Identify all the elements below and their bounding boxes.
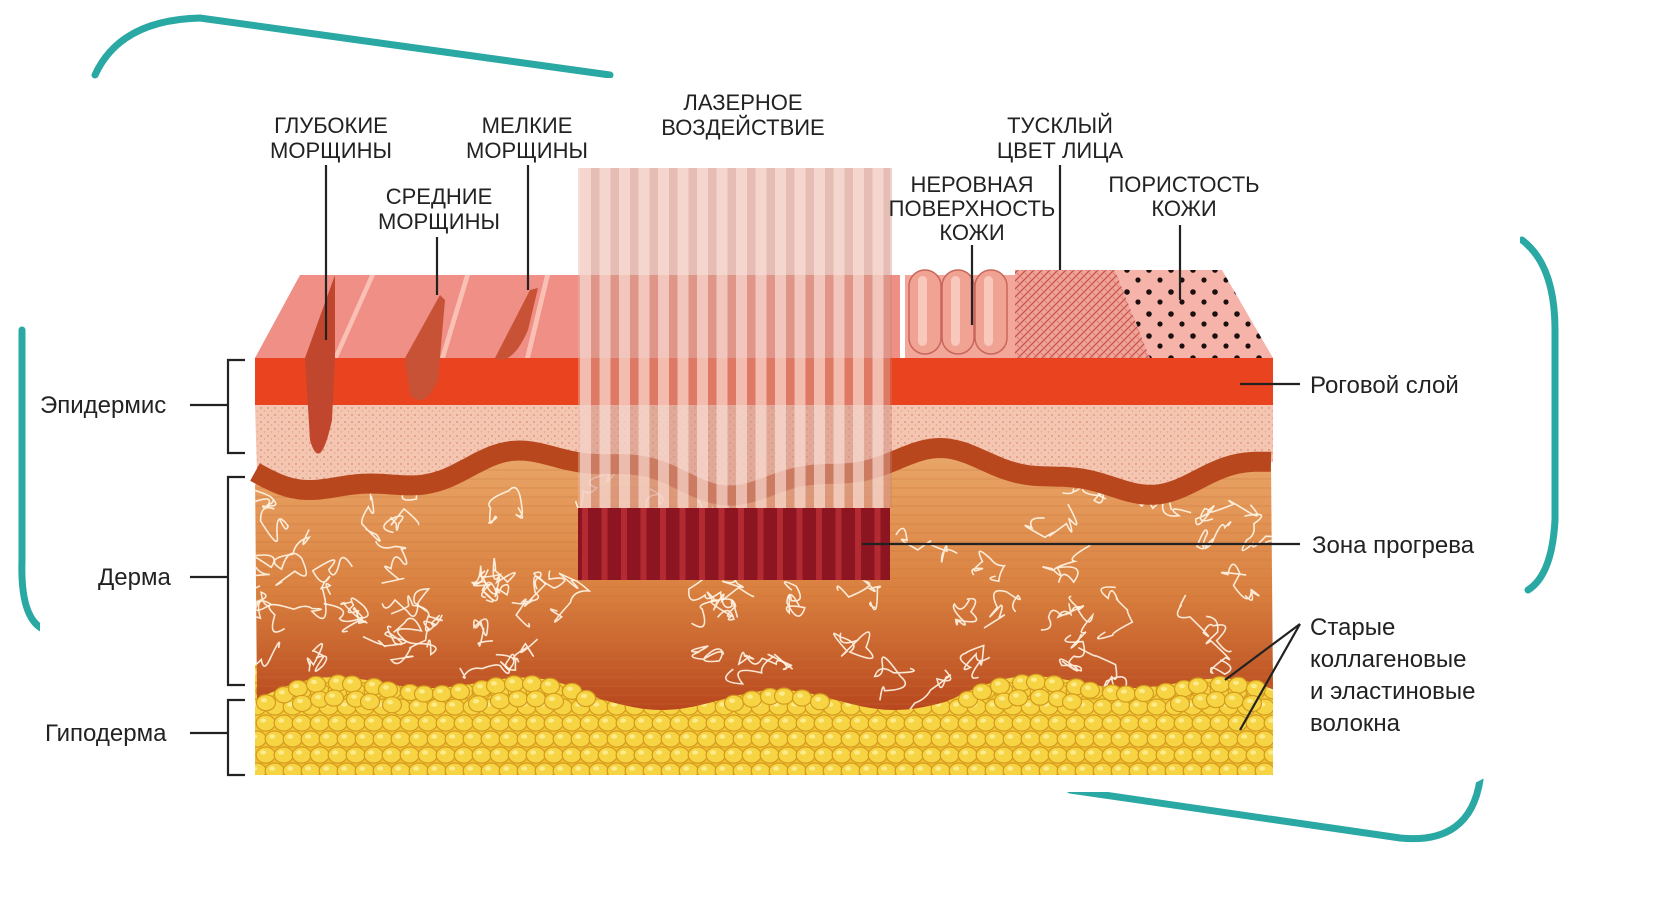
layer-brackets [190,358,245,777]
label-medium-wrinkles: СРЕДНИЕ МОРЩИНЫ [378,184,500,234]
svg-text:ЦВЕТ ЛИЦА: ЦВЕТ ЛИЦА [997,138,1124,163]
label-heating-zone: Зона прогрева [1312,532,1475,559]
svg-text:МОРЩИНЫ: МОРЩИНЫ [466,138,588,163]
svg-text:ПОВЕРХНОСТЬ: ПОВЕРХНОСТЬ [889,196,1056,221]
svg-text:Старые: Старые [1310,614,1395,641]
label-old-fibers: Старые коллагеновые и эластиновые волокн… [1310,614,1476,737]
label-epidermis: Эпидермис [40,392,166,419]
label-deep-wrinkles: ГЛУБОКИЕ МОРЩИНЫ [270,113,392,163]
fat-lobules [255,673,1267,714]
svg-text:ГЛУБОКИЕ: ГЛУБОКИЕ [274,113,388,138]
svg-text:КОЖИ: КОЖИ [1151,196,1216,221]
label-hypodermis: Гиподерма [45,720,167,747]
svg-text:КОЖИ: КОЖИ [939,220,1004,245]
label-fine-wrinkles: МЕЛКИЕ МОРЩИНЫ [466,113,588,163]
label-dull-complexion: ТУСКЛЫЙ ЦВЕТ ЛИЦА [997,113,1124,163]
laser-zone [578,168,892,580]
svg-text:МЕЛКИЕ: МЕЛКИЕ [482,113,573,138]
svg-text:ТУСКЛЫЙ: ТУСКЛЫЙ [1007,113,1113,138]
svg-text:НЕРОВНАЯ: НЕРОВНАЯ [911,172,1034,197]
svg-text:коллагеновые: коллагеновые [1310,646,1466,673]
svg-text:МОРЩИНЫ: МОРЩИНЫ [378,209,500,234]
label-dermis: Дерма [98,564,171,591]
label-porosity: ПОРИСТОСТЬ КОЖИ [1108,172,1259,221]
svg-text:и эластиновые: и эластиновые [1310,678,1476,705]
svg-text:ВОЗДЕЙСТВИЕ: ВОЗДЕЙСТВИЕ [661,115,825,140]
leader-lines [324,165,1301,731]
svg-text:ПОРИСТОСТЬ: ПОРИСТОСТЬ [1108,172,1259,197]
svg-text:МОРЩИНЫ: МОРЩИНЫ [270,138,392,163]
label-uneven-surface: НЕРОВНАЯ ПОВЕРХНОСТЬ КОЖИ [889,172,1056,245]
svg-text:волокна: волокна [1310,710,1401,737]
svg-text:ЛАЗЕРНОЕ: ЛАЗЕРНОЕ [683,90,802,115]
svg-text:СРЕДНИЕ: СРЕДНИЕ [386,184,493,209]
label-laser: ЛАЗЕРНОЕ ВОЗДЕЙСТВИЕ [661,90,825,140]
label-stratum-corneum: Роговой слой [1310,372,1459,399]
